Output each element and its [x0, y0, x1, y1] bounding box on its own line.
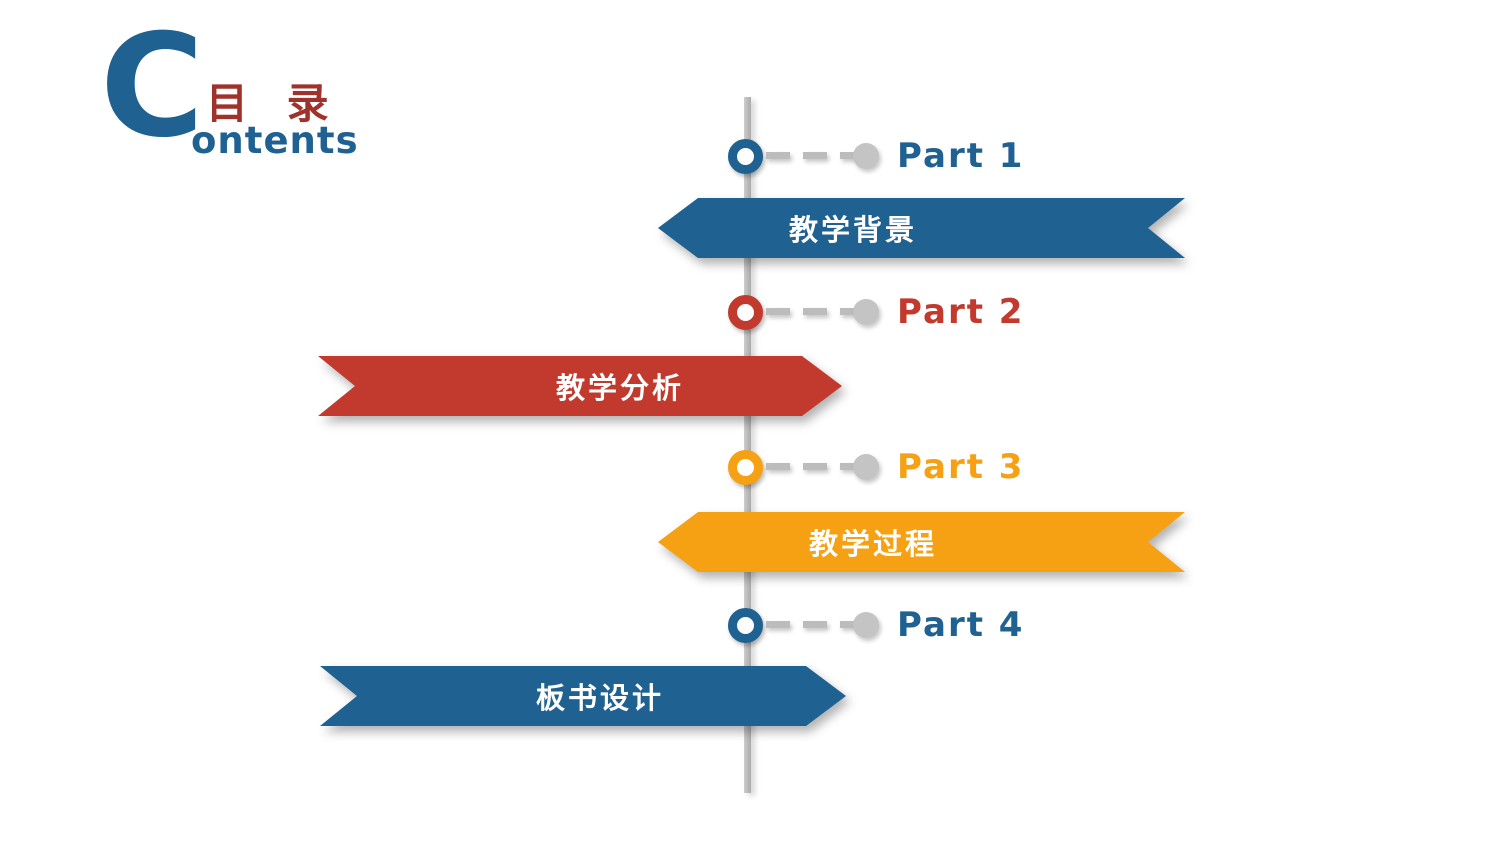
dashed-connector: [766, 621, 854, 628]
section-title-3: 教学过程: [808, 527, 937, 561]
contents-cjk-title: 目 录: [206, 79, 341, 128]
contents-big-letter: C: [100, 4, 205, 169]
part-label-3: Part 3: [897, 447, 1025, 487]
contents-latin-title: ontents: [191, 119, 359, 162]
timeline-node-circle: [728, 450, 763, 485]
section-title-4: 板书设计: [535, 681, 664, 715]
connector-dot: [853, 299, 879, 325]
timeline-node-circle: [728, 139, 763, 174]
section-banner-1[interactable]: 教学背景: [658, 198, 1185, 258]
ribbon-shape: 教学分析: [318, 356, 842, 416]
connector-dot: [853, 143, 879, 169]
section-title-1: 教学背景: [788, 213, 917, 247]
dashed-connector: [766, 308, 854, 315]
connector-dot: [853, 612, 879, 638]
ribbon-shape: 教学背景: [658, 198, 1185, 258]
part-label-1: Part 1: [897, 136, 1025, 176]
dashed-connector: [766, 463, 854, 470]
section-title-2: 教学分析: [555, 371, 684, 405]
timeline-node-circle: [728, 608, 763, 643]
section-banner-4[interactable]: 板书设计: [320, 666, 846, 726]
part-label-2: Part 2: [897, 292, 1025, 332]
section-banner-2[interactable]: 教学分析: [318, 356, 842, 416]
connector-dot: [853, 454, 879, 480]
ribbon-shape: 板书设计: [320, 666, 846, 726]
ribbon-shape: 教学过程: [658, 512, 1185, 572]
section-banner-3[interactable]: 教学过程: [658, 512, 1185, 572]
timeline-node-circle: [728, 295, 763, 330]
timeline-spine: [744, 97, 751, 793]
part-label-4: Part 4: [897, 605, 1025, 645]
dashed-connector: [766, 152, 854, 159]
